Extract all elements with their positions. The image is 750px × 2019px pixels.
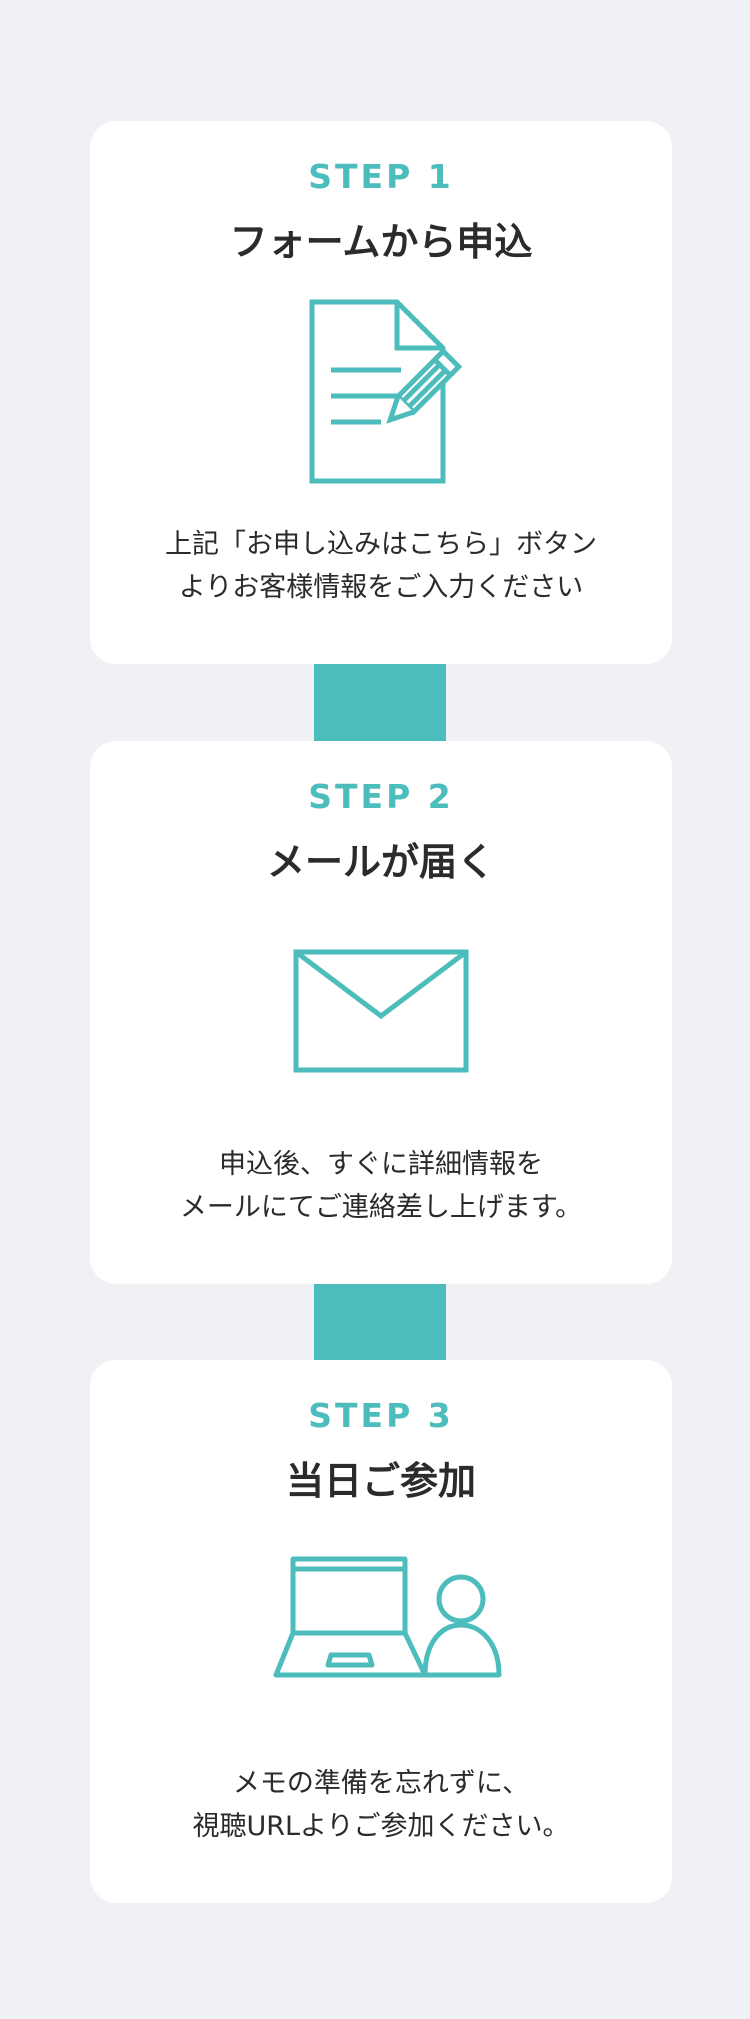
laptop-user-icon — [273, 1556, 502, 1678]
step-title: フォームから申込 — [229, 220, 533, 264]
description-line: メールにてご連絡差し上げます。 — [179, 1192, 583, 1223]
step-card-3: STEP 3 当日ご参加 メモの準備を忘れずに、 視聴URLよりご参加ください。 — [90, 1360, 672, 1903]
step-label: STEP 1 — [308, 157, 454, 196]
envelope-icon — [293, 949, 469, 1073]
description-line: メモの準備を忘れずに、 — [232, 1768, 530, 1799]
step-title: メールが届く — [266, 840, 495, 884]
step-label: STEP 2 — [308, 777, 454, 816]
step-card-2: STEP 2 メールが届く 申込後、すぐに詳細情報を メールにてご連絡差し上げま… — [90, 741, 672, 1284]
step-connector — [314, 1284, 446, 1361]
step-connector — [314, 664, 446, 741]
description-line: よりお客様情報をご入力ください — [178, 572, 584, 603]
step-label: STEP 3 — [308, 1396, 454, 1435]
description-line: 視聴URLよりご参加ください。 — [192, 1811, 570, 1842]
step-card-1: STEP 1 フォームから申込 上記「お申し込みはこちら」ボタン よりお客様情報… — [90, 121, 672, 664]
step-title: 当日ご参加 — [285, 1459, 476, 1503]
description-line: 上記「お申し込みはこちら」ボタン — [165, 529, 597, 560]
step-description: 上記「お申し込みはこちら」ボタン よりお客様情報をご入力ください — [110, 523, 652, 609]
step-description: 申込後、すぐに詳細情報を メールにてご連絡差し上げます。 — [110, 1143, 652, 1229]
step-description: メモの準備を忘れずに、 視聴URLよりご参加ください。 — [110, 1762, 652, 1848]
document-pencil-icon — [309, 299, 463, 484]
description-line: 申込後、すぐに詳細情報を — [219, 1149, 543, 1180]
